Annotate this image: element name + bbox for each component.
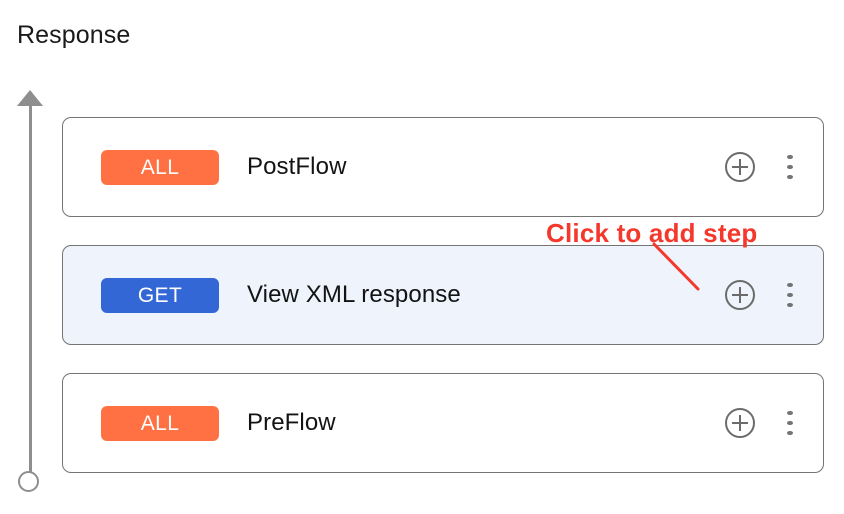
circle-endpoint-icon xyxy=(18,471,39,492)
plus-circle-icon[interactable] xyxy=(725,408,755,438)
callout-label-click-to-add-step: Click to add step xyxy=(546,218,758,248)
page-title: Response xyxy=(17,21,131,49)
flow-step-label: View XML response xyxy=(247,281,461,308)
method-badge-all: ALL xyxy=(101,149,219,185)
flow-step-row-view-xml-response[interactable]: GET View XML response xyxy=(62,245,824,345)
flow-direction-axis xyxy=(0,80,60,505)
flow-step-label: PostFlow xyxy=(247,153,347,180)
more-vertical-icon[interactable] xyxy=(777,408,803,438)
plus-circle-icon[interactable] xyxy=(725,280,755,310)
method-badge-get: GET xyxy=(101,277,219,313)
plus-circle-icon[interactable] xyxy=(725,152,755,182)
flow-step-list: ALL PostFlow GET View XML response xyxy=(62,0,824,514)
method-badge-all: ALL xyxy=(101,405,219,441)
more-vertical-icon[interactable] xyxy=(777,280,803,310)
flow-step-actions xyxy=(725,408,803,438)
axis-line xyxy=(29,92,32,477)
flow-step-label: PreFlow xyxy=(247,409,336,436)
flow-step-actions xyxy=(725,152,803,182)
flow-step-actions xyxy=(725,280,803,310)
flow-step-row-preflow[interactable]: ALL PreFlow xyxy=(62,373,824,473)
more-vertical-icon[interactable] xyxy=(777,152,803,182)
flow-step-row-postflow[interactable]: ALL PostFlow xyxy=(62,117,824,217)
